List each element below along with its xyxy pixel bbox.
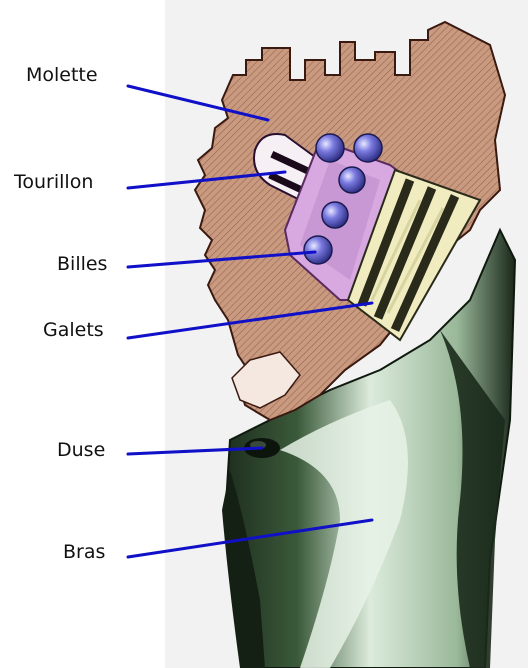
label-molette: Molette xyxy=(26,66,98,85)
label-billes: Billes xyxy=(57,255,107,274)
label-duse: Duse xyxy=(57,441,105,460)
label-tourillon: Tourillon xyxy=(14,173,93,192)
label-bras: Bras xyxy=(63,543,105,562)
label-galets: Galets xyxy=(43,321,104,340)
